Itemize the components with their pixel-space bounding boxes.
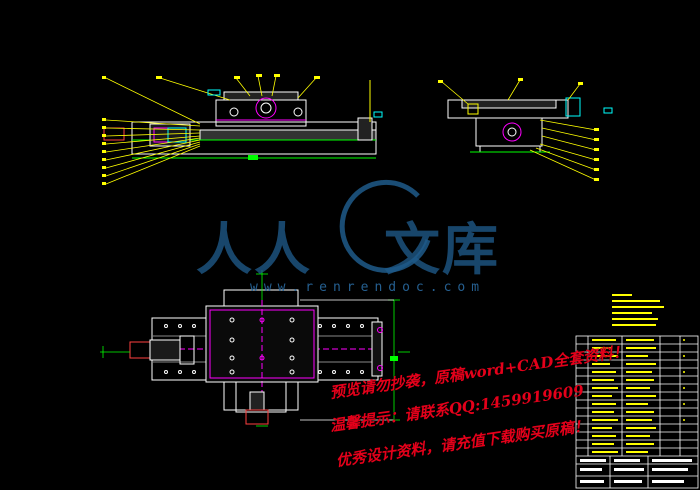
plan-view (129, 289, 383, 425)
table-t-slots (229, 317, 295, 375)
watermark-chars-left: 人人 (196, 217, 312, 283)
bearing-seat (255, 97, 277, 119)
front-view-label-tag (207, 89, 221, 96)
guide-rail (199, 129, 377, 141)
side-support (475, 117, 543, 147)
technical-notes (612, 294, 664, 326)
work-table (205, 305, 319, 383)
title-block-entries (592, 339, 656, 453)
watermark-logo-ring (339, 179, 431, 273)
side-view-leader-ticks (438, 78, 599, 181)
plan-dimension-tag (390, 356, 398, 361)
front-view-leader-ticks (102, 74, 320, 185)
title-block-labels (580, 459, 692, 483)
watermark-chars-right: 文库 (384, 217, 500, 283)
side-view-leaders (441, 79, 597, 181)
front-view-leaders (105, 75, 317, 185)
watermark-text: 人人 文库 (196, 205, 500, 286)
watermark-url: www.renrendoc.com (250, 280, 486, 295)
side-motor (565, 97, 581, 117)
title-block-dots (683, 339, 685, 421)
title-block (575, 335, 699, 489)
